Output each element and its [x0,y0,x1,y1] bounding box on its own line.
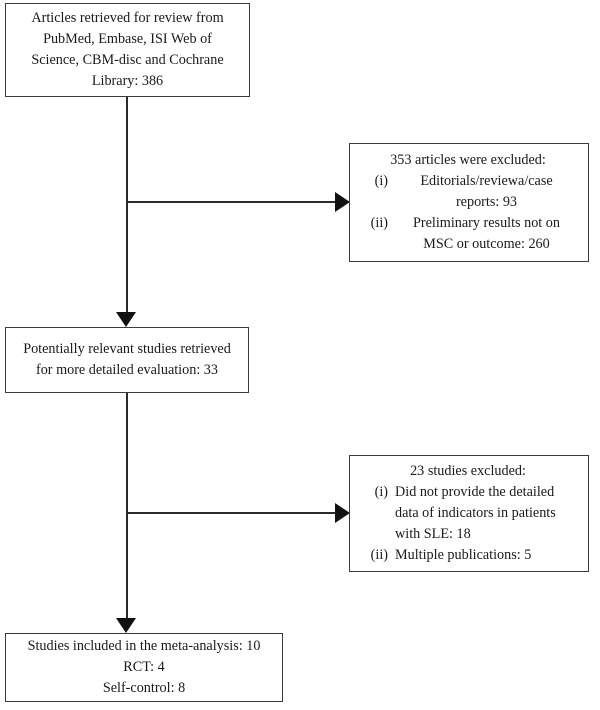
connector-horizontal-exclusion-2 [126,512,340,514]
arrowhead-right-exclusion-2 [335,503,350,523]
list-marker-i-2: (i) [374,484,388,500]
node-articles-retrieved-line-3: Science, CBM-disc and Cochrane [31,52,224,68]
list-content-ii-2: Multiple publications: 5 [395,545,578,566]
list-content-i-2-line-3: with SLE: 18 [395,526,471,542]
node-excluded-first-heading: 353 articles were excluded: [390,152,546,168]
list-content-i: Editorials/reviewa/case reports: 93 [395,171,578,213]
connector-vertical-top [126,97,128,315]
list-content-ii-line-1: Preliminary results not on [413,215,560,231]
node-articles-retrieved-line-4: Library: 386 [91,73,164,89]
node-studies-included: Studies included in the meta-analysis: 1… [5,633,283,702]
node-excluded-second: 23 studies excluded: (i) Did not provide… [349,455,589,572]
arrowhead-right-exclusion-1 [335,192,350,212]
connector-vertical-bottom [126,393,128,621]
list-marker-ii: (ii) [370,215,388,231]
node-excluded-first-item-2: (ii) Preliminary results not on MSC or o… [358,213,578,255]
node-articles-retrieved-line-1: Articles retrieved for review from [31,10,224,26]
list-marker-ii-2: (ii) [370,547,388,563]
list-content-ii-line-2: MSC or outcome: 260 [423,236,550,252]
node-potentially-relevant-line-2: for more detailed evaluation: 33 [35,362,218,378]
connector-horizontal-exclusion-1 [126,201,340,203]
node-potentially-relevant: Potentially relevant studies retrieved f… [5,327,249,393]
node-excluded-second-item-1: (i) Did not provide the detailed data of… [358,482,578,545]
node-excluded-first-item-1: (i) Editorials/reviewa/case reports: 93 [358,171,578,213]
list-content-i-2: Did not provide the detailed data of ind… [395,482,578,545]
node-excluded-second-heading: 23 studies excluded: [410,463,526,479]
arrowhead-down-potentially-relevant [116,312,136,327]
list-content-i-2-line-2: data of indicators in patients [395,505,556,521]
arrowhead-down-included [116,618,136,633]
node-studies-included-line-1: Studies included in the meta-analysis: 1… [27,638,261,654]
list-content-ii-2-line-1: Multiple publications: 5 [395,547,532,563]
node-excluded-first: 353 articles were excluded: (i) Editoria… [349,143,589,262]
node-potentially-relevant-line-1: Potentially relevant studies retrieved [23,341,231,357]
node-studies-included-line-3: Self-control: 8 [102,680,186,696]
node-studies-included-line-2: RCT: 4 [123,659,165,675]
node-articles-retrieved-line-2: PubMed, Embase, ISI Web of [43,31,212,47]
list-content-ii: Preliminary results not on MSC or outcom… [395,213,578,255]
node-articles-retrieved: Articles retrieved for review from PubMe… [5,3,250,97]
list-content-i-2-line-1: Did not provide the detailed [395,484,555,500]
node-excluded-second-item-2: (ii) Multiple publications: 5 [358,545,578,566]
list-marker-i: (i) [374,173,388,189]
list-content-i-line-2: reports: 93 [455,194,518,210]
list-content-i-line-1: Editorials/reviewa/case [420,173,553,189]
